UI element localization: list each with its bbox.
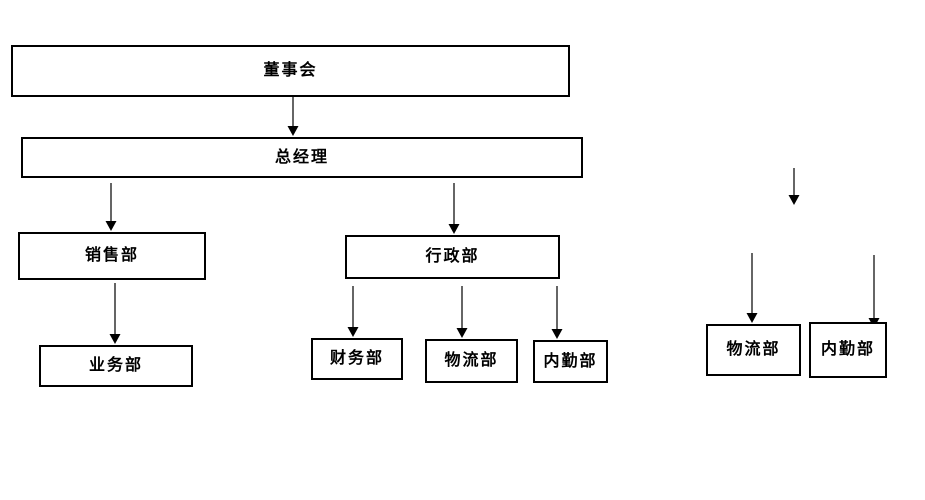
org-node-internal-right: 内勤部 bbox=[809, 322, 887, 378]
org-node-label: 内勤部 bbox=[543, 352, 598, 370]
org-node-board: 董事会 bbox=[11, 45, 570, 97]
arrowhead-down-icon bbox=[788, 195, 800, 205]
org-node-label: 总经理 bbox=[274, 148, 329, 166]
org-node-sales: 销售部 bbox=[18, 232, 206, 280]
org-node-label: 财务部 bbox=[329, 350, 384, 367]
org-node-label: 业务部 bbox=[88, 357, 143, 374]
org-node-label: 物流部 bbox=[444, 352, 499, 369]
org-node-label: 物流部 bbox=[726, 341, 781, 358]
org-node-finance: 财务部 bbox=[311, 338, 403, 380]
arrowhead-down-icon bbox=[105, 221, 117, 231]
org-node-logistics-mid: 物流部 bbox=[425, 339, 518, 383]
arrowhead-down-icon bbox=[287, 126, 299, 136]
org-node-label: 销售部 bbox=[84, 247, 139, 264]
arrowhead-down-icon bbox=[456, 328, 468, 338]
org-node-business: 业务部 bbox=[39, 345, 193, 387]
arrowhead-down-icon bbox=[448, 224, 460, 234]
org-node-label: 董事会 bbox=[263, 62, 318, 79]
arrowhead-down-icon bbox=[551, 329, 563, 339]
arrowhead-down-icon bbox=[347, 327, 359, 337]
org-node-internal-mid: 内勤部 bbox=[533, 340, 608, 383]
org-node-admin: 行政部 bbox=[345, 235, 560, 279]
org-node-label: 内勤部 bbox=[820, 341, 875, 358]
org-node-label: 行政部 bbox=[425, 248, 480, 265]
org-node-general-manager: 总经理 bbox=[21, 137, 583, 178]
arrowhead-down-icon bbox=[746, 313, 758, 323]
org-node-logistics-right: 物流部 bbox=[706, 324, 801, 376]
arrowhead-down-icon bbox=[109, 334, 121, 344]
